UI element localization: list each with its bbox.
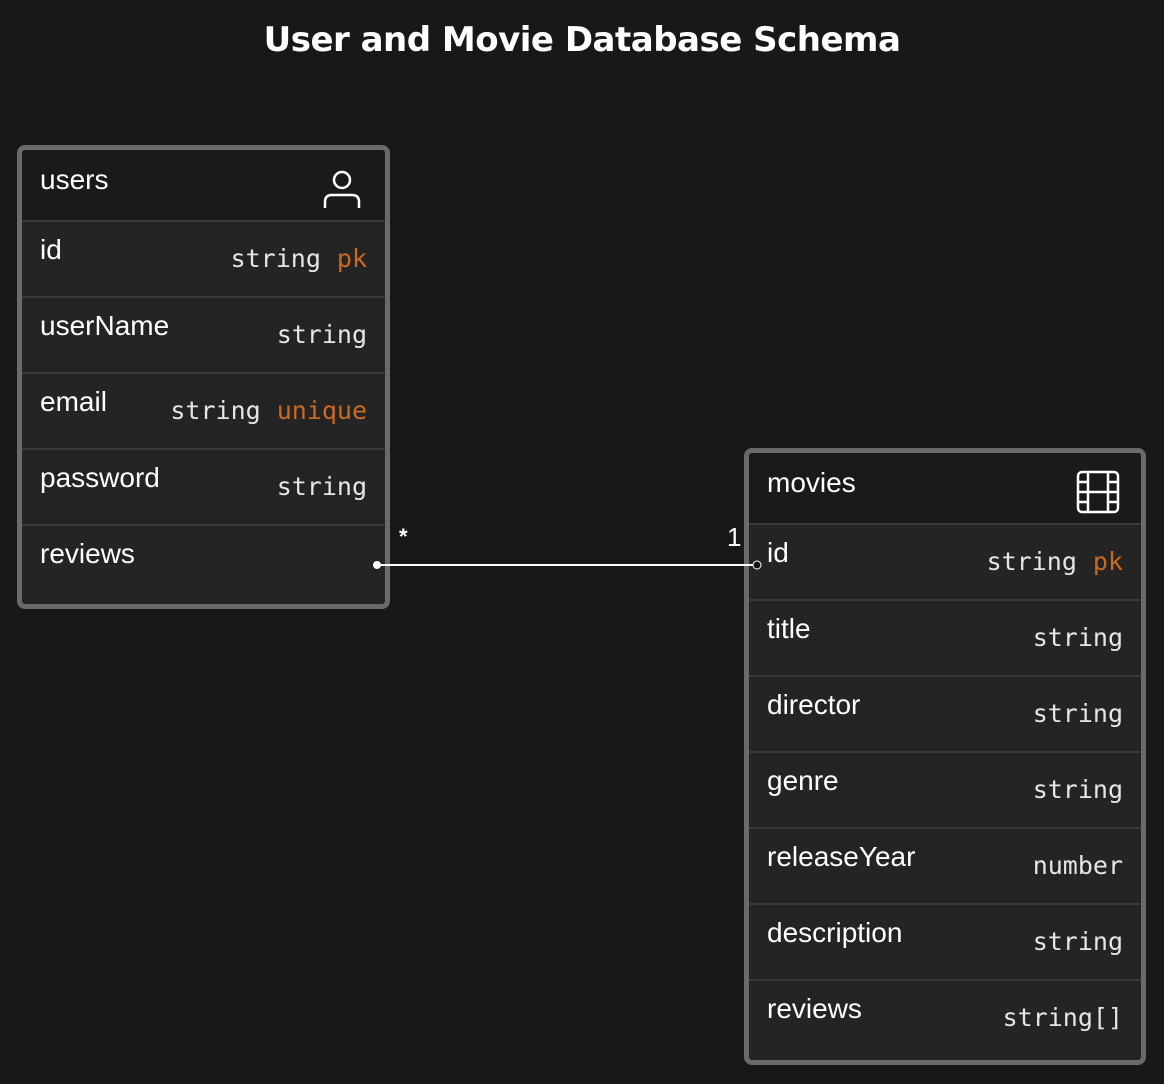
field-row-email[interactable]: email string unique: [22, 374, 385, 450]
field-name: description: [767, 917, 903, 948]
field-name: password: [40, 462, 160, 493]
field-name: email: [40, 386, 107, 417]
field-type: string unique: [170, 396, 367, 425]
field-type: string: [1033, 775, 1123, 804]
field-type: string: [1033, 623, 1123, 652]
field-name: reviews: [767, 993, 862, 1024]
table-name: users: [40, 164, 109, 195]
user-icon: [323, 170, 361, 208]
field-row-title[interactable]: title string: [749, 601, 1141, 677]
field-type: string pk: [231, 244, 367, 273]
field-name: id: [767, 537, 789, 568]
field-type: string: [1033, 927, 1123, 956]
type-label: string: [230, 244, 321, 273]
cardinality-many-label: *: [399, 524, 408, 549]
type-label: string: [986, 547, 1077, 576]
field-type: string pk: [987, 547, 1123, 576]
type-label: number: [1032, 851, 1123, 880]
field-row-id[interactable]: id string pk: [749, 525, 1141, 601]
field-row-reviews[interactable]: reviews string[]: [749, 981, 1141, 1057]
field-row-reviews[interactable]: reviews: [22, 526, 385, 602]
field-type: string: [277, 472, 367, 501]
diagram-title: User and Movie Database Schema: [263, 20, 901, 60]
field-row-description[interactable]: description string: [749, 905, 1141, 981]
constraint-label: pk: [1092, 547, 1123, 576]
type-label: string: [1032, 699, 1123, 728]
movies-table-header[interactable]: movies: [749, 453, 1141, 525]
film-icon: [1076, 470, 1120, 514]
field-row-username[interactable]: userName string: [22, 298, 385, 374]
field-type: string: [1033, 699, 1123, 728]
type-label: string: [1032, 775, 1123, 804]
field-name: releaseYear: [767, 841, 916, 872]
field-name: userName: [40, 310, 170, 341]
cardinality-one-label: 1: [727, 522, 742, 552]
field-row-id[interactable]: id string pk: [22, 222, 385, 298]
constraint-label: unique: [276, 396, 367, 425]
field-name: director: [767, 689, 861, 720]
users-table-header[interactable]: users: [22, 150, 385, 222]
constraint-label: pk: [336, 244, 367, 273]
table-name: movies: [767, 467, 856, 498]
field-row-releaseyear[interactable]: releaseYear number: [749, 829, 1141, 905]
type-label: string: [170, 396, 261, 425]
type-label: string: [276, 472, 367, 501]
type-label: string: [1032, 623, 1123, 652]
field-type: string[]: [1003, 1003, 1123, 1032]
field-name: genre: [767, 765, 839, 796]
users-table[interactable]: users id string pk userName string email …: [17, 145, 390, 609]
field-name: id: [40, 234, 62, 265]
field-row-director[interactable]: director string: [749, 677, 1141, 753]
field-name: title: [767, 613, 811, 644]
field-type: number: [1033, 851, 1123, 880]
type-label: string[]: [1002, 1003, 1123, 1032]
field-row-password[interactable]: password string: [22, 450, 385, 526]
field-row-genre[interactable]: genre string: [749, 753, 1141, 829]
type-label: string: [1032, 927, 1123, 956]
field-name: reviews: [40, 538, 135, 569]
type-label: string: [276, 320, 367, 349]
field-type: string: [277, 320, 367, 349]
